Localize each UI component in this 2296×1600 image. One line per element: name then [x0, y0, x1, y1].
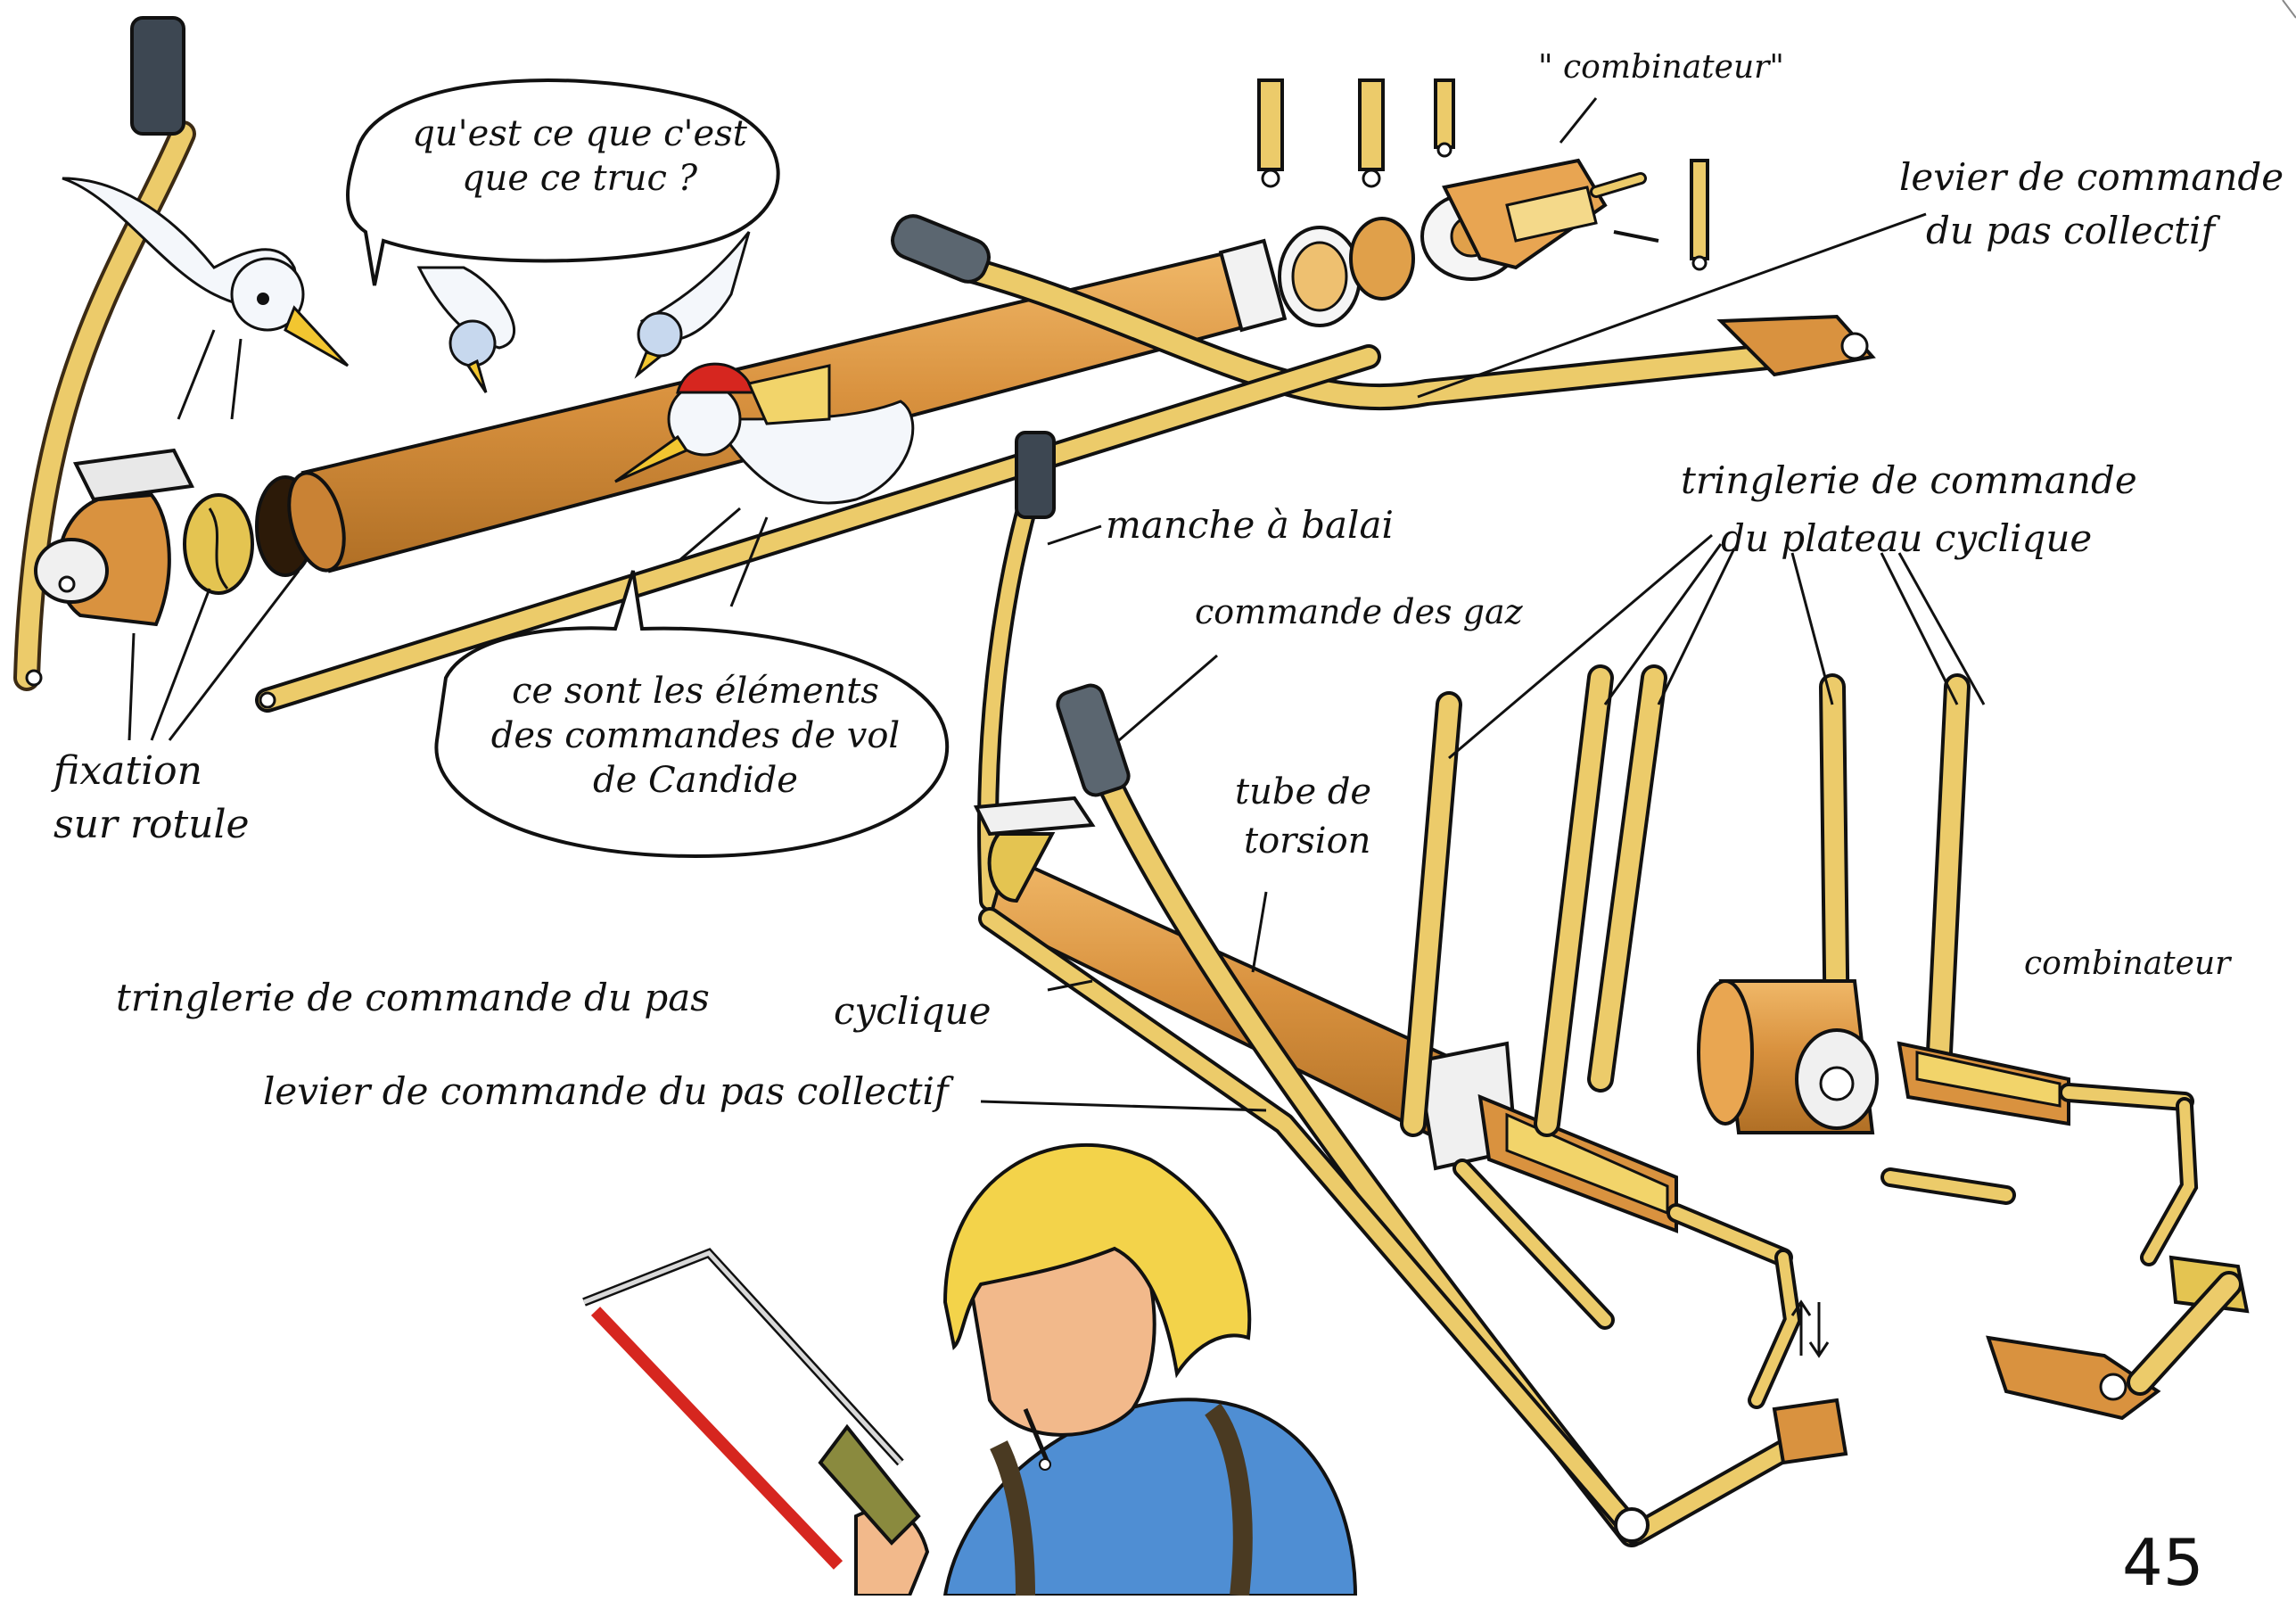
label-tringlerie-pas-cyclique: tringlerie de commande du pas: [116, 977, 710, 1019]
label-combinateur-right: combinateur: [2024, 945, 2230, 982]
label-manche-a-balai: manche à balai: [1106, 504, 1394, 547]
label-tringlerie-plateau-1: tringlerie de commande: [1681, 459, 2137, 502]
person-candide-builder: [856, 1145, 1355, 1596]
label-torsion: torsion: [1244, 821, 1370, 862]
bubble-question-text: qu'est ce que c'est que ce truc ?: [392, 111, 767, 201]
label-tube-de: tube de: [1235, 771, 1371, 812]
label-cyclique: cyclique: [834, 990, 991, 1033]
label-combinateur-top: " combinateur": [1538, 49, 1784, 86]
bird-middle: [419, 268, 514, 392]
label-fixation-1: fixation: [53, 749, 202, 795]
ball-ring: [185, 495, 252, 593]
label-levier-collectif-bottom: levier de commande du pas collectif: [263, 1070, 949, 1113]
hacksaw: [584, 1253, 918, 1565]
label-levier-collectif-top-2: du pas collectif: [1926, 210, 2215, 252]
page-number: 45: [2122, 1525, 2204, 1600]
label-levier-collectif-top-1: levier de commande: [1899, 156, 2284, 199]
label-tringlerie-plateau-2: du plateau cyclique: [1721, 517, 2092, 560]
bubble-answer-text: ce sont les éléments des commandes de vo…: [481, 669, 909, 803]
label-fixation-2: sur rotule: [53, 803, 250, 848]
scan-edge-mark: [2283, 0, 2296, 18]
combinateur-part-top: [1444, 161, 1658, 268]
label-commande-des-gaz: commande des gaz: [1195, 593, 1523, 632]
